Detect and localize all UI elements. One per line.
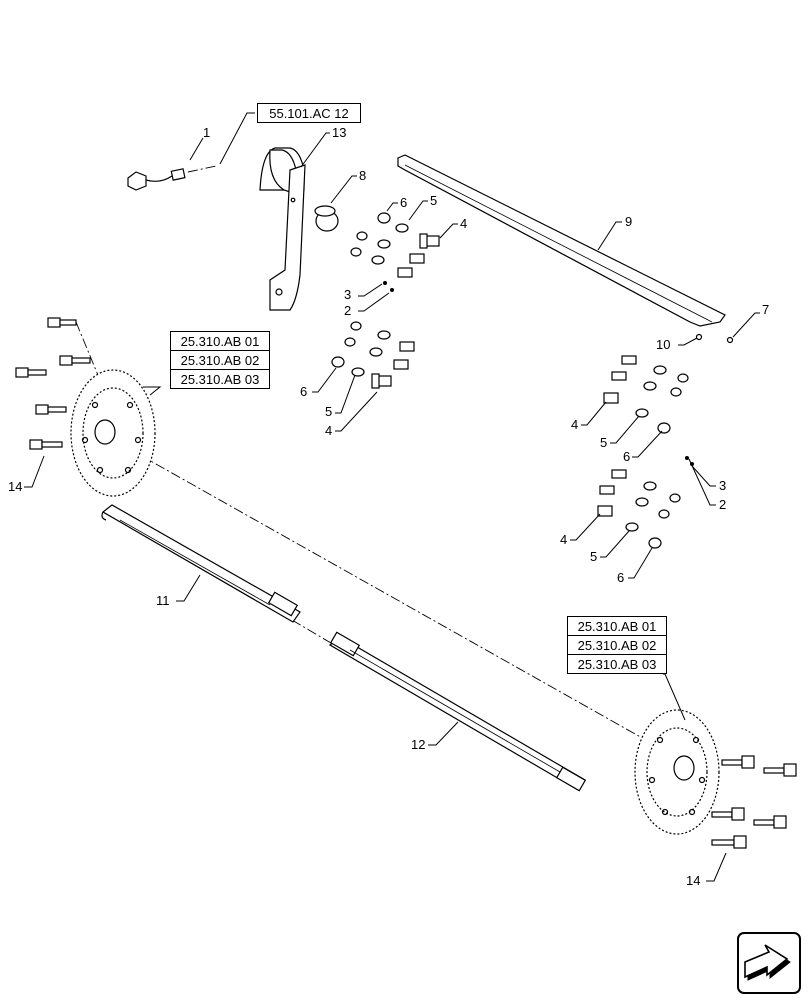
screw-part-10 [695, 333, 703, 341]
callout-7: 7 [762, 302, 770, 317]
hardware-cluster-right-upper [603, 355, 694, 466]
callout-9: 9 [625, 214, 633, 229]
connector-part-1 [127, 165, 217, 191]
ref-box-left-3[interactable]: 25.310.AB 03 [170, 369, 270, 389]
callout-11: 11 [156, 593, 170, 608]
left-hub-flange [70, 369, 156, 497]
callout-4-middle: 4 [325, 423, 333, 438]
callout-4-right-upper: 4 [571, 417, 579, 432]
callout-6-middle: 6 [300, 384, 308, 399]
next-page-arrow-icon[interactable] [737, 932, 801, 994]
left-bolts [15, 317, 101, 450]
callout-13: 13 [332, 125, 347, 140]
hardware-cluster-upper [350, 212, 440, 292]
cap-part-8 [314, 205, 339, 232]
callout-4-right-lower: 4 [560, 532, 568, 547]
callout-5-right-upper: 5 [600, 435, 608, 450]
bracket-part-13 [259, 147, 306, 311]
callout-4-upper: 4 [460, 216, 468, 231]
shaft-part-12 [328, 631, 587, 792]
callout-14-right: 14 [686, 873, 701, 888]
callout-3-right: 3 [719, 478, 727, 493]
right-bolts [711, 755, 797, 849]
ref-box-left-2[interactable]: 25.310.AB 02 [170, 350, 270, 370]
right-hub-flange [634, 709, 720, 835]
callout-1: 1 [203, 125, 211, 140]
callout-2-middle: 2 [344, 303, 352, 318]
ref-box-top[interactable]: 55.101.AC 12 [257, 103, 361, 123]
callout-2-right: 2 [719, 497, 727, 512]
callout-3-middle: 3 [344, 287, 352, 302]
ref-box-left-1[interactable]: 25.310.AB 01 [170, 331, 270, 351]
hardware-cluster-lower [331, 321, 415, 389]
ref-box-right-2[interactable]: 25.310.AB 02 [567, 635, 667, 655]
callout-10: 10 [656, 337, 671, 352]
hub-axis-line [139, 454, 661, 749]
screw-part-7 [726, 336, 734, 344]
callout-12: 12 [411, 737, 426, 752]
hardware-cluster-right-lower [597, 469, 681, 549]
callout-6-upper: 6 [400, 195, 408, 210]
callout-14-left: 14 [8, 479, 23, 494]
callout-leaders [24, 132, 760, 882]
ref-box-right-1[interactable]: 25.310.AB 01 [567, 616, 667, 636]
callout-8: 8 [359, 168, 367, 183]
ref-leader-top [219, 112, 255, 165]
callout-5-middle: 5 [325, 404, 333, 419]
callout-6-right-lower: 6 [617, 570, 625, 585]
callout-5-upper: 5 [430, 193, 438, 208]
ref-box-right-3[interactable]: 25.310.AB 03 [567, 654, 667, 674]
shaft-part-11 [101, 504, 301, 623]
callout-6-right-upper: 6 [623, 449, 631, 464]
shaft-axis-line [291, 619, 337, 647]
callout-5-right-lower: 5 [590, 549, 598, 564]
blade-part-9 [397, 154, 726, 327]
